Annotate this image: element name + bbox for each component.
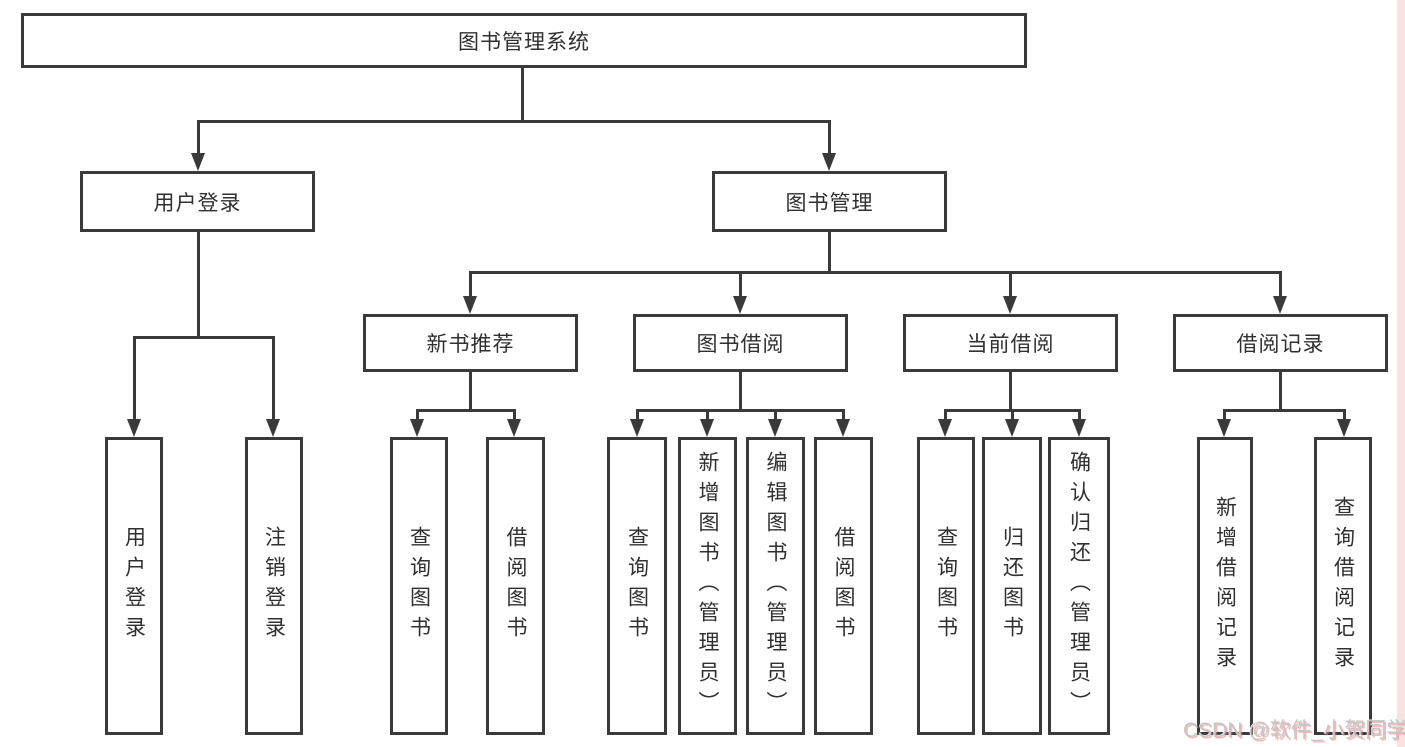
arrow-down-icon (127, 419, 141, 437)
node-borrowing-records: 借阅记录 (1173, 314, 1388, 372)
node-label: 查询借阅记录 (1331, 496, 1355, 676)
right-edge-pink-strip (1397, 0, 1405, 747)
connector (521, 68, 524, 120)
node-label: 查询图书 (625, 526, 649, 646)
node-label: 借阅记录 (1236, 333, 1325, 356)
connector (739, 372, 742, 409)
node-label: 查询图书 (407, 526, 431, 646)
node-new-book-recommend: 新书推荐 (363, 314, 578, 372)
node-leaf-user-login: 用户登录 (105, 437, 163, 735)
node-label: 图书管理 (785, 191, 874, 215)
node-book-management: 图书管理 (712, 171, 947, 232)
connector (272, 336, 275, 420)
arrow-down-icon (1273, 296, 1287, 314)
arrow-down-icon (630, 419, 644, 437)
connector (1078, 409, 1081, 420)
connector (1011, 409, 1014, 420)
arrow-down-icon (1337, 419, 1351, 437)
node-current-borrowing: 当前借阅 (903, 314, 1118, 372)
node-leaf-edit-book-admin: 编辑图书（管理员） (746, 437, 805, 735)
connector (636, 409, 639, 420)
node-label: 新增图书（管理员） (696, 451, 719, 721)
connector (1009, 271, 1012, 297)
connector (1343, 409, 1346, 420)
arrow-down-icon (733, 296, 747, 314)
node-user-login: 用户登录 (80, 171, 315, 232)
connector (469, 271, 472, 297)
arrow-down-icon (822, 153, 836, 171)
node-leaf-add-borrow-record: 新增借阅记录 (1197, 437, 1253, 735)
connector (1223, 409, 1226, 420)
node-label: 用户登录 (122, 526, 146, 646)
connector (513, 409, 516, 420)
node-leaf-borrow-book-recommend: 借阅图书 (486, 437, 545, 735)
arrow-down-icon (700, 419, 714, 437)
node-book-borrowing: 图书借阅 (633, 314, 848, 372)
connector (1279, 271, 1282, 297)
arrow-down-icon (191, 153, 205, 171)
node-leaf-query-book-recommend: 查询图书 (390, 437, 448, 735)
node-label: 确认归还（管理员） (1067, 451, 1091, 721)
connector (416, 409, 419, 420)
connector (774, 409, 777, 420)
connector (706, 409, 709, 420)
node-label: 归还图书 (1000, 526, 1024, 646)
arrow-down-icon (1003, 296, 1017, 314)
node-leaf-query-book-borrow: 查询图书 (607, 437, 667, 735)
connector (133, 336, 274, 339)
node-leaf-logout: 注销登录 (245, 437, 303, 735)
connector (828, 120, 831, 154)
node-leaf-add-book-admin: 新增图书（管理员） (678, 437, 737, 735)
connector (1279, 372, 1282, 409)
node-leaf-query-book-current: 查询图书 (917, 437, 975, 735)
node-label: 借阅图书 (504, 526, 527, 646)
arrow-down-icon (938, 419, 952, 437)
connector (1009, 372, 1012, 409)
arrow-down-icon (463, 296, 477, 314)
connector (469, 372, 472, 409)
arrow-down-icon (768, 419, 782, 437)
connector (842, 409, 845, 420)
connector (197, 120, 830, 123)
connector (1223, 409, 1345, 412)
arrow-down-icon (1072, 419, 1086, 437)
node-label: 图书管理系统 (458, 30, 590, 54)
connector (739, 271, 742, 297)
node-leaf-return-book: 归还图书 (982, 437, 1042, 735)
connector (416, 409, 516, 412)
node-label: 编辑图书（管理员） (764, 451, 787, 721)
connector (133, 336, 136, 420)
node-label: 注销登录 (262, 526, 286, 646)
node-label: 新增借阅记录 (1213, 496, 1237, 676)
node-label: 新书推荐 (426, 333, 515, 356)
arrow-down-icon (1217, 419, 1231, 437)
node-label: 用户登录 (153, 191, 242, 215)
node-label: 查询图书 (934, 526, 958, 646)
node-library-management-system: 图书管理系统 (21, 13, 1027, 68)
connector (469, 271, 1281, 274)
csdn-watermark: CSDN @软件_小贺同学 (1183, 719, 1405, 742)
node-leaf-borrow-book: 借阅图书 (814, 437, 873, 735)
node-leaf-confirm-return-admin: 确认归还（管理员） (1048, 437, 1110, 735)
node-label: 借阅图书 (832, 526, 855, 646)
arrow-down-icon (507, 419, 521, 437)
connector (636, 409, 844, 412)
connector (944, 409, 947, 420)
arrow-down-icon (836, 419, 850, 437)
connector (197, 232, 200, 336)
arrow-down-icon (1005, 419, 1019, 437)
arrow-down-icon (266, 419, 280, 437)
connector (197, 120, 200, 154)
connector (828, 232, 831, 271)
node-label: 当前借阅 (966, 333, 1055, 356)
arrow-down-icon (410, 419, 424, 437)
node-leaf-query-borrow-record: 查询借阅记录 (1314, 437, 1372, 735)
node-label: 图书借阅 (696, 333, 785, 356)
